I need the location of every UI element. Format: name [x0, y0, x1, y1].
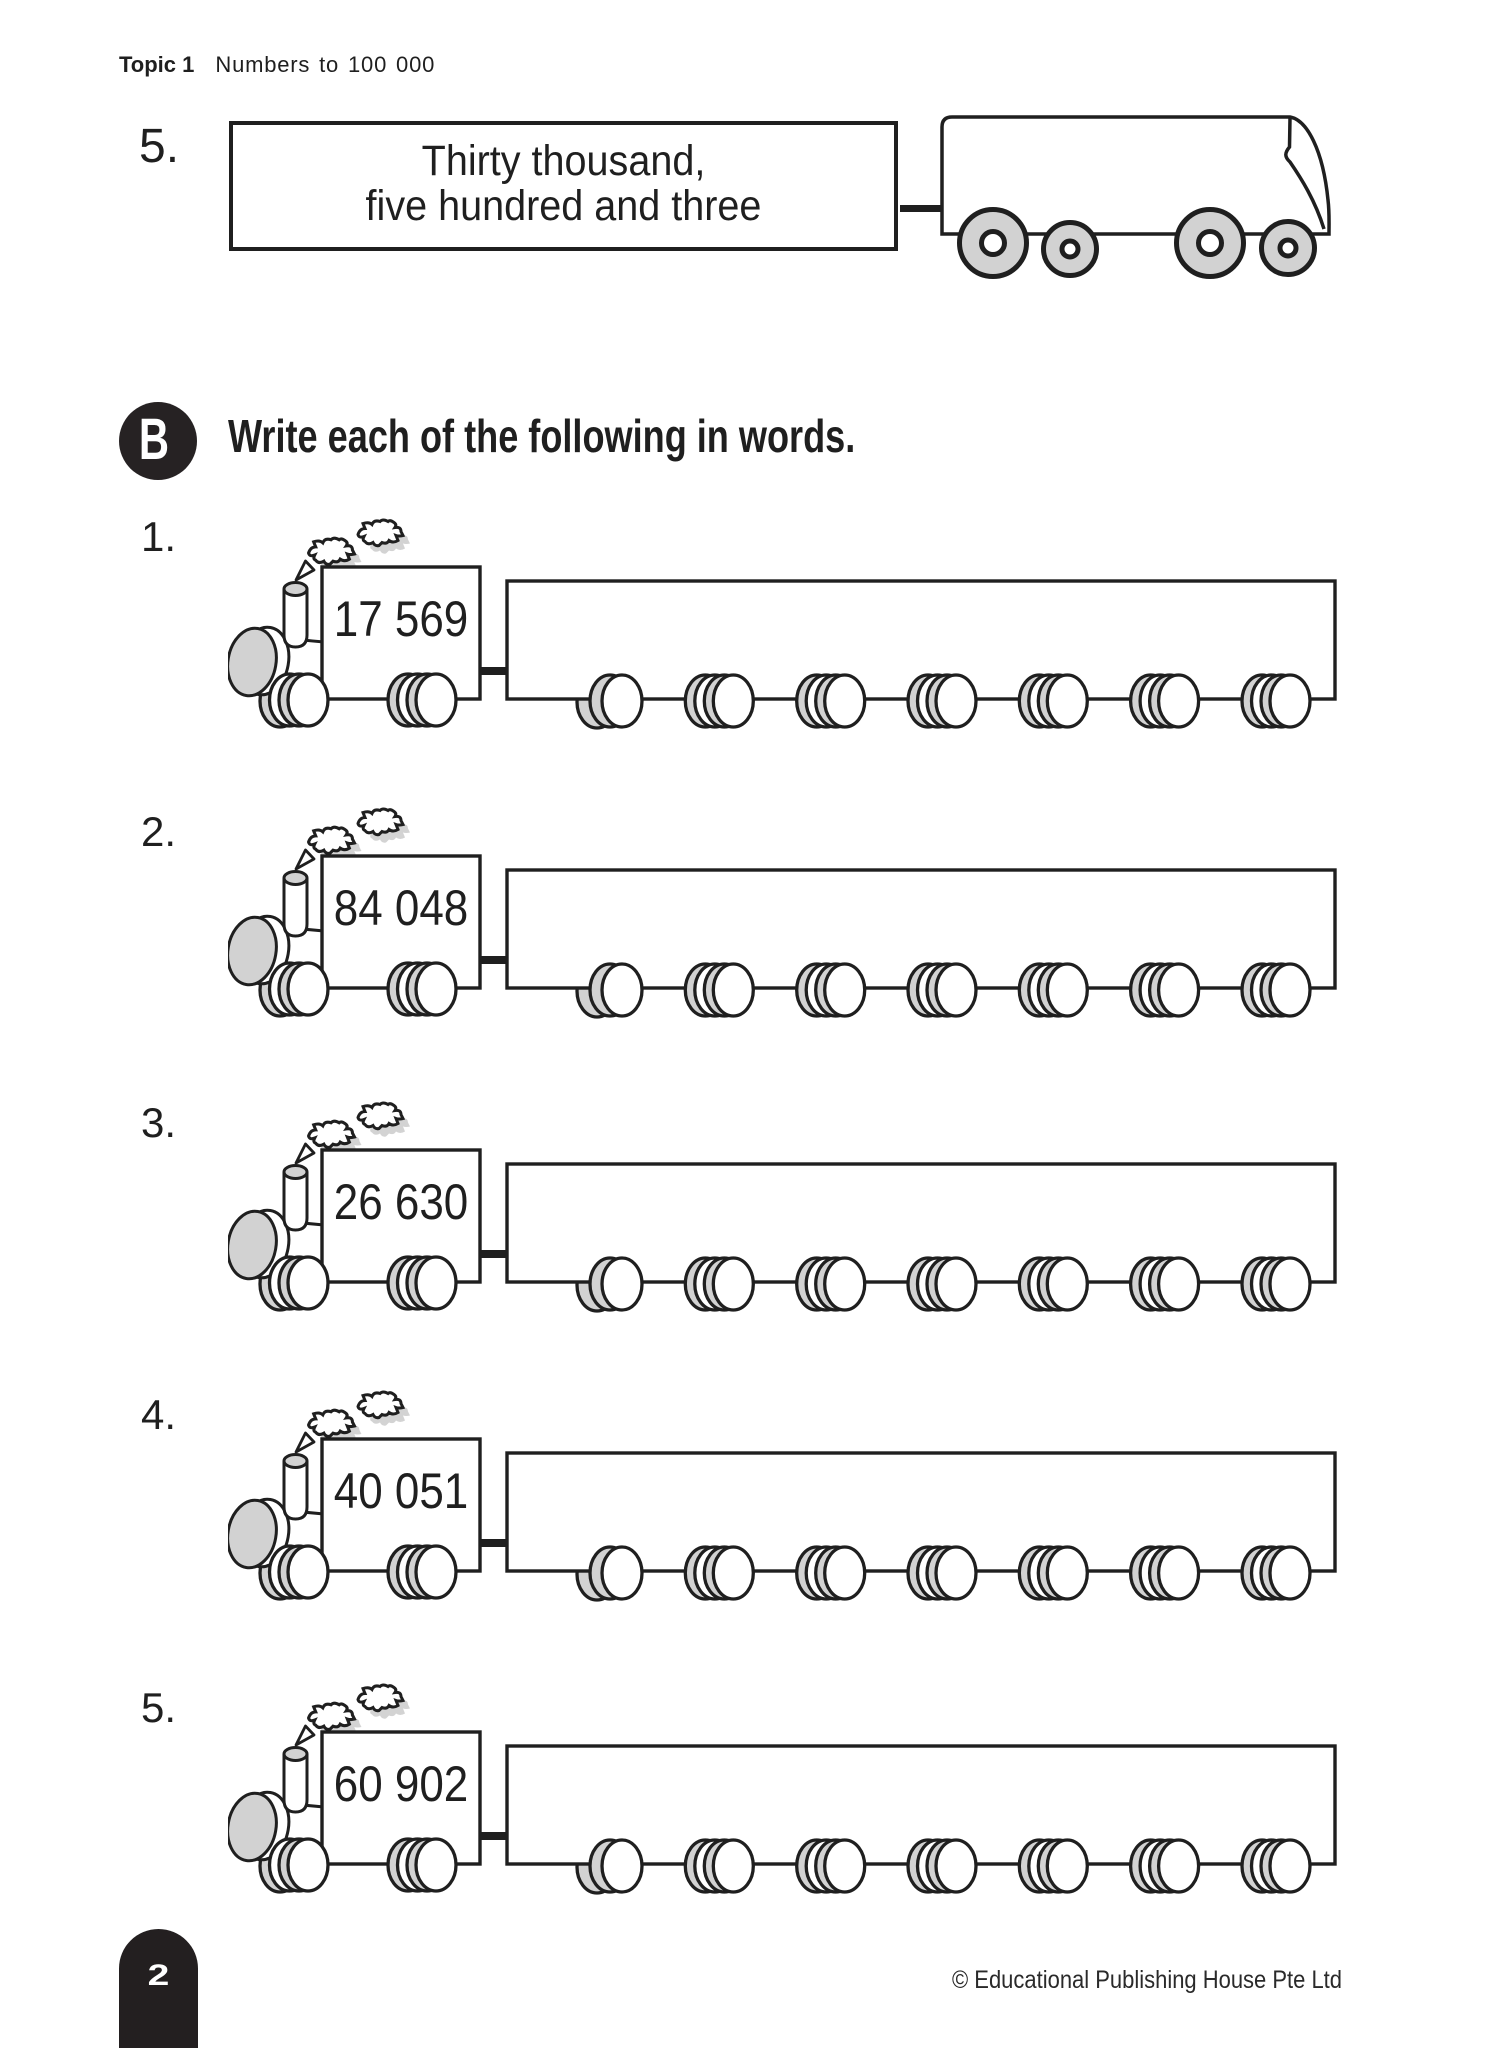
svg-text:17 569: 17 569	[334, 590, 469, 646]
svg-text:84 048: 84 048	[334, 879, 469, 935]
svg-text:60 902: 60 902	[334, 1755, 469, 1811]
svg-text:26 630: 26 630	[334, 1173, 469, 1229]
svg-text:40 051: 40 051	[334, 1462, 469, 1518]
